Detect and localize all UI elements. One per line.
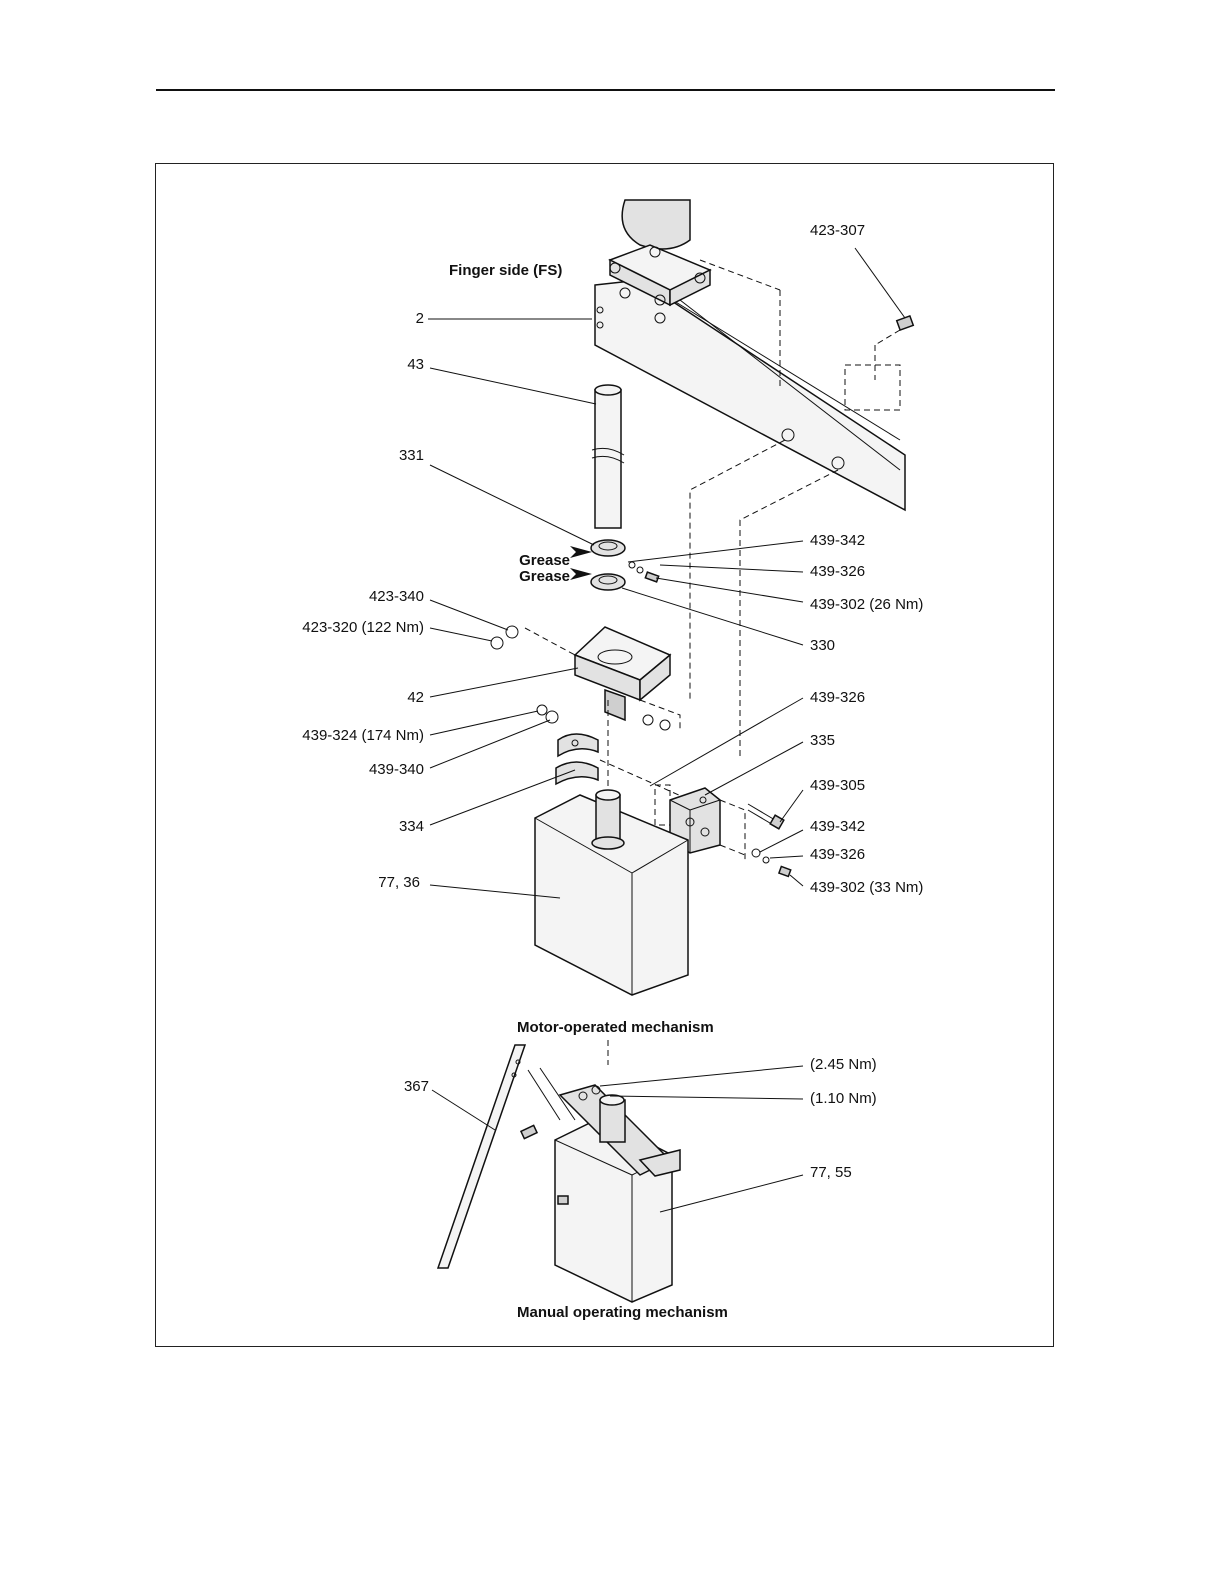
label-part-439-305: 439-305 (810, 777, 865, 795)
manual-mechanism-heading: Manual operating mechanism (517, 1304, 728, 1322)
label-part-334: 334 (399, 818, 424, 836)
operating-rod-367 (438, 1045, 525, 1268)
label-part-331: 331 (399, 447, 424, 465)
label-part-367: 367 (404, 1078, 429, 1096)
label-part-77-55: 77, 55 (810, 1164, 852, 1182)
clamp-part-334 (556, 734, 598, 784)
label-part-439-302-upper: 439-302 (26 Nm) (810, 596, 923, 614)
finger-side-heading: Finger side (FS) (449, 262, 562, 280)
label-torque-1-10: (1.10 Nm) (810, 1090, 877, 1108)
label-part-423-320: 423-320 (122 Nm) (302, 619, 424, 637)
bolt-423-307 (875, 316, 913, 380)
shaft-part-43 (592, 385, 624, 528)
bracket-part-42 (575, 627, 670, 720)
label-part-439-326-lower: 439-326 (810, 846, 865, 864)
label-part-2: 2 (416, 310, 424, 328)
label-part-423-340: 423-340 (369, 588, 424, 606)
grease-arrow-2 (570, 568, 592, 580)
label-part-330: 330 (810, 637, 835, 655)
motor-box-77-36 (535, 790, 688, 995)
label-grease-lower: Grease (519, 568, 570, 586)
label-part-43: 43 (407, 356, 424, 374)
label-part-439-326-upper: 439-326 (810, 563, 865, 581)
motor-mechanism-heading: Motor-operated mechanism (517, 1019, 714, 1037)
label-torque-2-45: (2.45 Nm) (810, 1056, 877, 1074)
label-part-439-342-lower: 439-342 (810, 818, 865, 836)
label-part-439-326-middle: 439-326 (810, 689, 865, 707)
bolt-439-305 (748, 804, 784, 829)
bearing-ring-331 (591, 540, 625, 556)
label-part-335: 335 (810, 732, 835, 750)
label-part-423-307: 423-307 (810, 222, 865, 240)
label-part-42: 42 (407, 689, 424, 707)
label-part-439-342-upper: 439-342 (810, 532, 865, 550)
label-part-439-340: 439-340 (369, 761, 424, 779)
label-part-439-324: 439-324 (174 Nm) (302, 727, 424, 745)
frame-beam-part-2 (595, 260, 905, 510)
label-part-77-36: 77, 36 (378, 874, 420, 892)
bearing-ring-330 (591, 574, 625, 590)
grease-arrow-1 (570, 546, 592, 558)
label-part-439-302-lower: 439-302 (33 Nm) (810, 879, 923, 897)
